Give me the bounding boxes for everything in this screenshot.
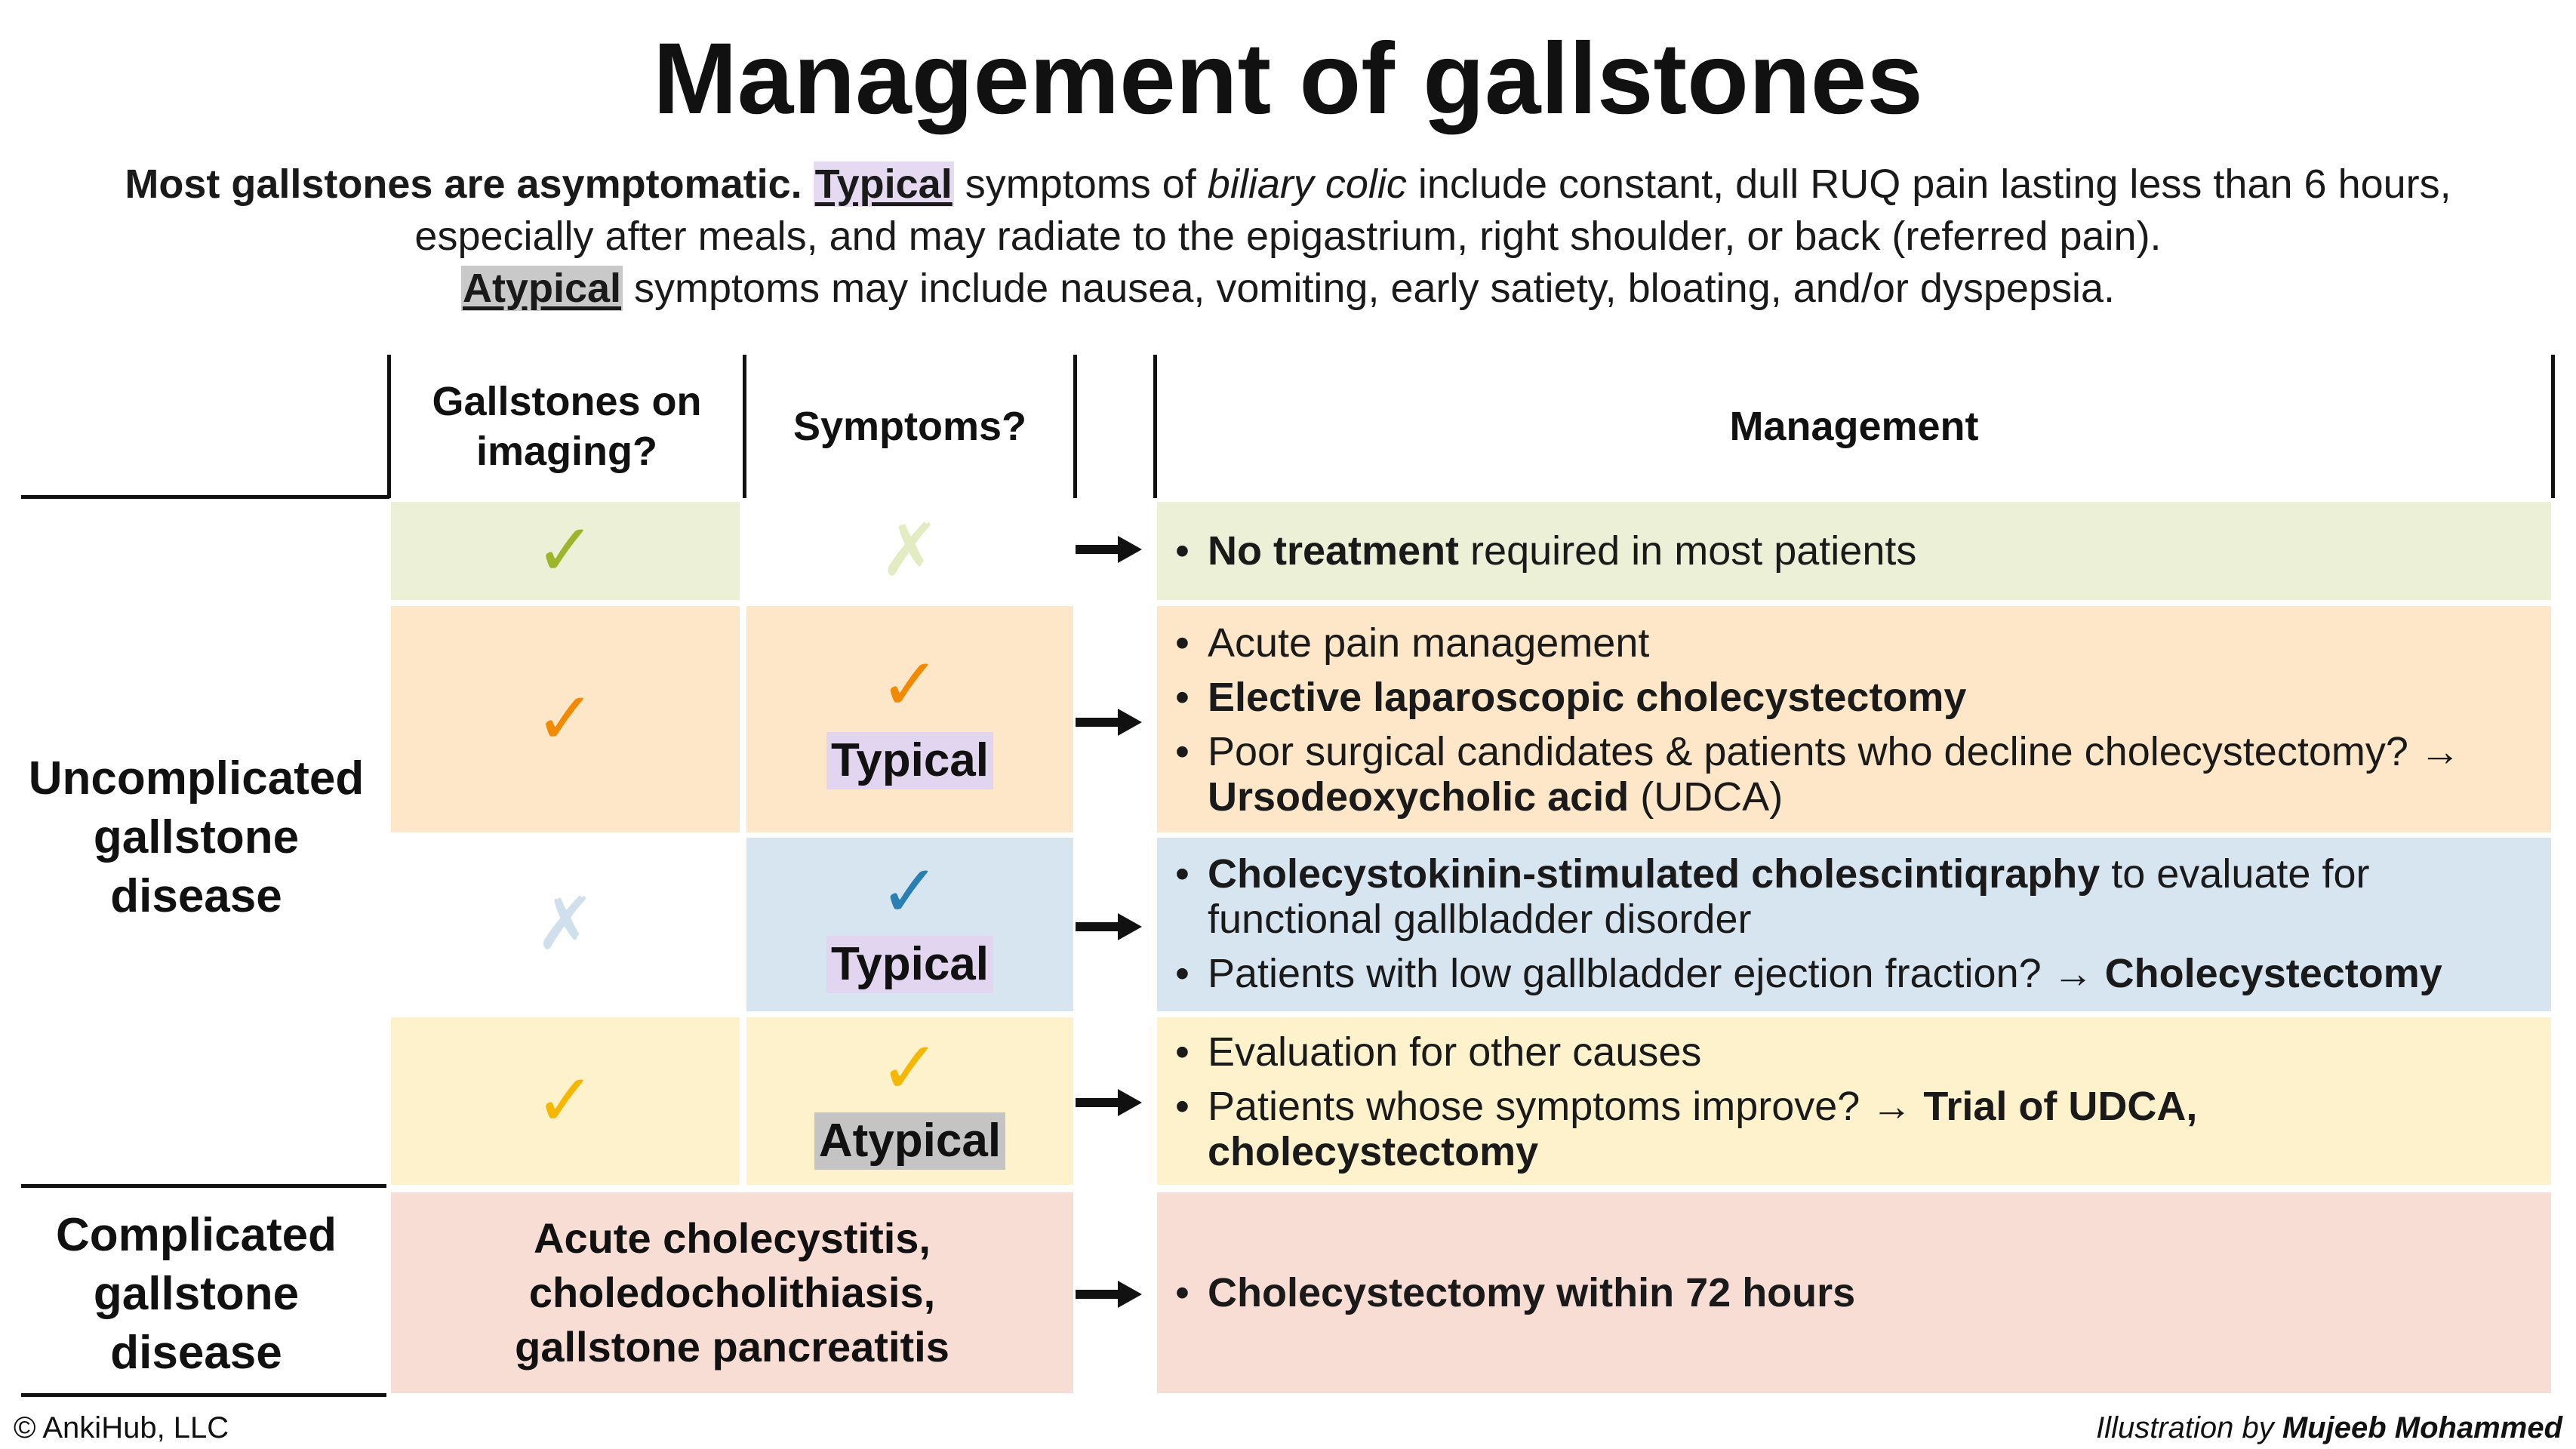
checkmark-icon: ✓ <box>879 851 940 932</box>
cross-icon: ✗ <box>879 510 940 591</box>
copyright-text: © AnkiHub, LLC <box>14 1411 229 1444</box>
row-label-complicated: Complicated gallstone disease <box>55 1209 337 1379</box>
divider <box>387 355 391 498</box>
list-item: Poor surgical candidates & patients who … <box>1166 729 2544 820</box>
divider <box>1073 355 1077 498</box>
imaging-cell: ✓ <box>391 502 740 600</box>
list-item: Elective laparoscopic cholecystectomy <box>1166 675 2544 720</box>
imaging-cell: ✗ <box>391 838 740 1011</box>
intro-text-2: symptoms may include nausea, vomiting, e… <box>623 266 2116 311</box>
checkmark-icon: ✓ <box>879 645 940 725</box>
management-list: Evaluation for other causes Patients who… <box>1166 1029 2298 1183</box>
list-item: Cholecystokinin-stimulated cholescintiqr… <box>1166 851 2544 942</box>
checkmark-icon: ✓ <box>879 1028 940 1109</box>
arrow-icon <box>1076 536 1142 563</box>
row-label-uncomplicated: Uncomplicated gallstone disease <box>28 752 365 922</box>
header-symptoms: Symptoms? <box>792 404 1027 449</box>
checkmark-icon: ✓ <box>534 510 596 591</box>
arrow-icon <box>1076 709 1142 736</box>
typical-badge: Typical <box>826 732 994 789</box>
divider <box>2551 355 2555 498</box>
list-item: Patients whose symptoms improve? → Trial… <box>1166 1084 2298 1174</box>
header-management: Management <box>1729 404 1979 449</box>
management-list: Cholecystokinin-stimulated cholescintiqr… <box>1166 851 2544 1005</box>
checkmark-icon: ✓ <box>534 1060 596 1141</box>
arrow-icon <box>1076 1089 1142 1116</box>
conditions-cell: Acute cholecystitis, choledocholithiasis… <box>391 1192 1073 1393</box>
intro-text-1b: include constant, dull RUQ pain lasting … <box>414 162 2451 259</box>
divider <box>743 355 746 498</box>
symptoms-cell: ✗ <box>746 502 1073 600</box>
atypical-highlight: Atypical <box>460 266 623 311</box>
divider <box>21 495 389 499</box>
arrow-icon <box>1076 1281 1142 1308</box>
intro-lead: Most gallstones are asymptomatic. <box>125 162 802 207</box>
list-item: Acute pain management <box>1166 620 2544 666</box>
typical-badge: Typical <box>826 936 994 993</box>
divider <box>21 1393 386 1397</box>
imaging-cell: ✓ <box>391 1017 740 1185</box>
management-list: Acute pain management Elective laparosco… <box>1166 620 2544 829</box>
management-list: No treatment required in most patients <box>1166 528 2540 583</box>
list-item: Patients with low gallbladder ejection f… <box>1166 951 2544 996</box>
page-title: Management of gallstones <box>653 23 1923 135</box>
intro-paragraph: Most gallstones are asymptomatic. Typica… <box>121 158 2455 315</box>
checkmark-icon: ✓ <box>534 678 596 759</box>
symptoms-cell: ✓ Typical <box>746 838 1073 1011</box>
arrow-icon <box>1076 913 1142 940</box>
cross-icon: ✗ <box>534 884 596 964</box>
list-item: Cholecystectomy within 72 hours <box>1166 1270 2544 1315</box>
typical-highlight: Typical <box>813 162 954 207</box>
header-imaging: Gallstones on imaging? <box>432 379 702 474</box>
management-list: Cholecystectomy within 72 hours <box>1166 1270 2544 1324</box>
biliary-colic-term: biliary colic <box>1207 162 1407 207</box>
list-item: Evaluation for other causes <box>1166 1029 2298 1075</box>
atypical-badge: Atypical <box>814 1112 1006 1170</box>
intro-text-1a: symptoms of <box>953 162 1208 207</box>
symptoms-cell: ✓ Typical <box>746 606 1073 832</box>
list-item: No treatment required in most patients <box>1166 528 2540 574</box>
divider <box>1153 355 1157 498</box>
symptoms-cell: ✓ Atypical <box>746 1017 1073 1185</box>
imaging-cell: ✓ <box>391 606 740 832</box>
credit-text: Illustration by Mujeeb Mohammed <box>2096 1411 2562 1444</box>
divider <box>21 1184 386 1188</box>
